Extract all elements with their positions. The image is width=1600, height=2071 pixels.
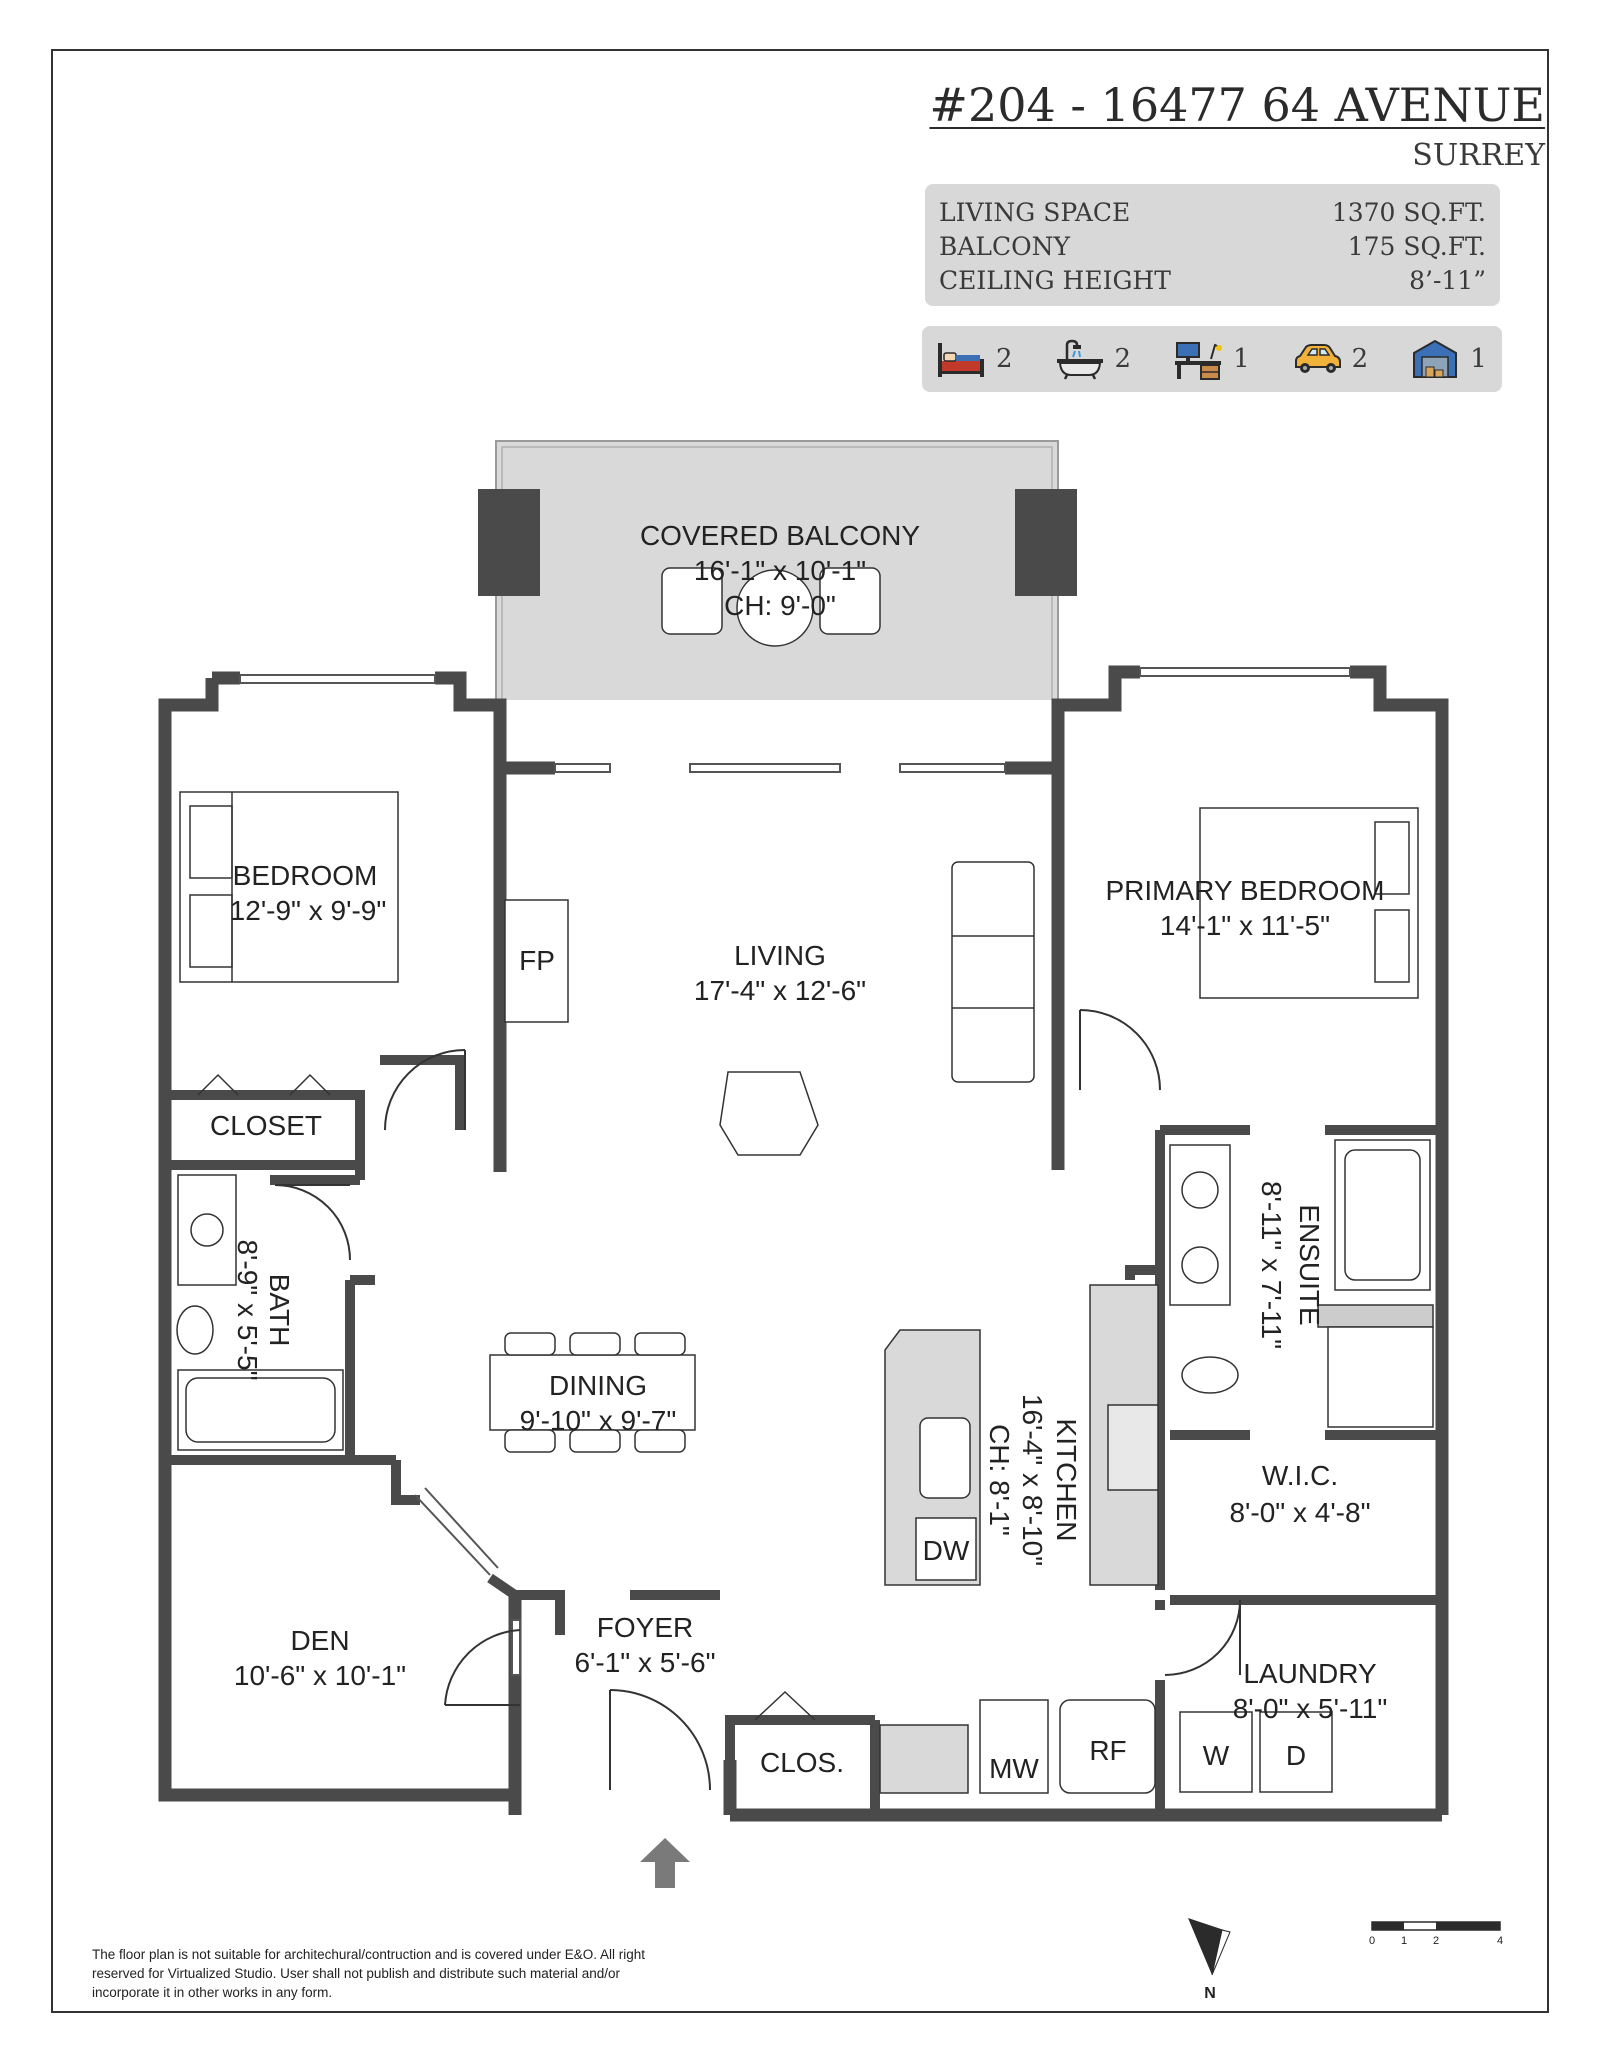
balcony-dims: 16'-1" x 10'-1" — [694, 555, 866, 586]
foyer-dims: 6'-1" x 5'-6" — [574, 1647, 715, 1678]
balcony-column-left — [478, 489, 540, 596]
spec-value: 8’-11” — [1409, 266, 1486, 295]
dishwasher-label: DW — [923, 1535, 970, 1566]
closet-small-label: CLOS. — [760, 1747, 844, 1778]
amenity-parking: 2 — [1290, 337, 1369, 381]
bath-dims: 8'-9" x 5'-5" — [232, 1239, 263, 1380]
ensuite-fixtures — [1169, 1139, 1434, 1428]
dining-name: DINING — [549, 1370, 647, 1401]
compass-label: N — [1204, 1985, 1216, 2002]
amenity-count: 2 — [996, 344, 1013, 374]
bathtub-icon — [1056, 339, 1103, 380]
kitchen-island — [884, 1329, 981, 1586]
ensuite-dims: 8'-11" x 7'-11" — [1256, 1181, 1287, 1349]
amenity-den: 1 — [1171, 337, 1250, 381]
amenity-storage: 1 — [1408, 337, 1487, 381]
living-armchair — [719, 1071, 819, 1156]
doors — [274, 1009, 1241, 1791]
balcony-ceiling: CH: 9'-0" — [724, 590, 836, 621]
kitchen-name: KITCHEN — [1051, 1419, 1082, 1542]
bedroom-bed — [179, 791, 399, 983]
desk-icon — [1175, 342, 1223, 380]
scale-bar: 0 1 2 4 — [1369, 1921, 1503, 1947]
foyer-name: FOYER — [597, 1612, 693, 1643]
living-sofa — [951, 861, 1035, 1083]
laundry-dims: 8'-0" x 5'-11" — [1233, 1693, 1388, 1724]
kitchen-dims: 16'-4" x 8'-10" — [1017, 1394, 1048, 1566]
entry-arrow-icon — [640, 1838, 690, 1888]
car-icon — [1294, 344, 1341, 373]
kitchen-counter — [1089, 1284, 1159, 1586]
amenity-bedrooms: 2 — [934, 337, 1013, 381]
interior-partitions — [165, 1055, 1442, 1815]
spec-label: CEILING HEIGHT — [939, 266, 1171, 295]
wic-name: W.I.C. — [1262, 1460, 1338, 1491]
spec-row-ceiling-height: CEILING HEIGHT 8’-11” — [939, 264, 1486, 298]
walls — [158, 665, 1449, 1822]
bed-icon — [938, 343, 984, 377]
storage-locker-icon — [1413, 339, 1458, 378]
bath-fixtures — [176, 1174, 344, 1451]
bedroom-dims: 12'-9" x 9'-9" — [230, 895, 387, 926]
washer-label: W — [1203, 1740, 1230, 1771]
amenity-count: 1 — [1470, 344, 1487, 374]
microwave-label: MW — [989, 1753, 1039, 1784]
spec-value: 175 SQ.FT. — [1347, 232, 1486, 261]
dryer-label: D — [1286, 1740, 1306, 1771]
living-dims: 17'-4" x 12'-6" — [694, 975, 866, 1006]
dining-dims: 9'-10" x 9'-7" — [520, 1405, 677, 1436]
appliances — [879, 1699, 1333, 1794]
amenities-panel: 2 2 — [922, 326, 1502, 392]
primary-bed — [1199, 807, 1419, 999]
spec-label: LIVING SPACE — [939, 198, 1131, 227]
primary-bedroom-dims: 14'-1" x 11'-5" — [1160, 910, 1330, 941]
den-name: DEN — [290, 1625, 349, 1656]
scale-tick-4: 4 — [1497, 1935, 1503, 1947]
amenity-count: 2 — [1351, 344, 1369, 374]
fireplace-label: FP — [519, 945, 555, 976]
disclaimer-text: The floor plan is not suitable for archi… — [92, 1947, 646, 2000]
amenity-bathrooms: 2 — [1053, 337, 1132, 381]
spec-value: 1370 SQ.FT. — [1331, 198, 1486, 227]
fireplace — [504, 899, 569, 1023]
primary-bedroom-name: PRIMARY BEDROOM — [1105, 875, 1384, 906]
refrigerator-label: RF — [1089, 1735, 1126, 1766]
balcony-furniture — [661, 567, 881, 647]
dining-set — [489, 1332, 696, 1453]
scale-tick-1: 1 — [1401, 1935, 1407, 1947]
wic-dims: 8'-0" x 4'-8" — [1229, 1497, 1370, 1528]
spec-label: BALCONY — [939, 232, 1071, 261]
balcony-column-right — [1015, 489, 1077, 596]
specs-panel: LIVING SPACE 1370 SQ.FT. BALCONY 175 SQ.… — [925, 184, 1500, 306]
laundry-name: LAUNDRY — [1243, 1658, 1377, 1689]
property-address-title: #204 - 16477 64 AVENUE — [929, 78, 1545, 132]
closet-doors — [197, 1073, 816, 1721]
ensuite-name: ENSUITE — [1294, 1204, 1325, 1325]
scale-tick-0: 0 — [1369, 1935, 1375, 1947]
scale-tick-2: 2 — [1433, 1935, 1439, 1947]
kitchen-ceiling: CH: 8'-1" — [984, 1424, 1015, 1536]
amenity-count: 1 — [1233, 344, 1250, 374]
bedroom-name: BEDROOM — [233, 860, 378, 891]
amenity-count: 2 — [1114, 344, 1132, 374]
bath-name: BATH — [264, 1274, 295, 1347]
north-compass: N — [1188, 1918, 1231, 2002]
property-city: SURREY — [1412, 138, 1545, 173]
spec-row-balcony: BALCONY 175 SQ.FT. — [939, 230, 1486, 264]
windows — [239, 667, 1351, 1676]
den-dims: 10'-6" x 10'-1" — [234, 1660, 406, 1691]
closet-label: CLOSET — [210, 1110, 322, 1141]
spec-row-living-space: LIVING SPACE 1370 SQ.FT. — [939, 196, 1486, 230]
living-name: LIVING — [734, 940, 826, 971]
sheet-border — [51, 49, 1549, 2013]
balcony-name: COVERED BALCONY — [640, 520, 920, 551]
